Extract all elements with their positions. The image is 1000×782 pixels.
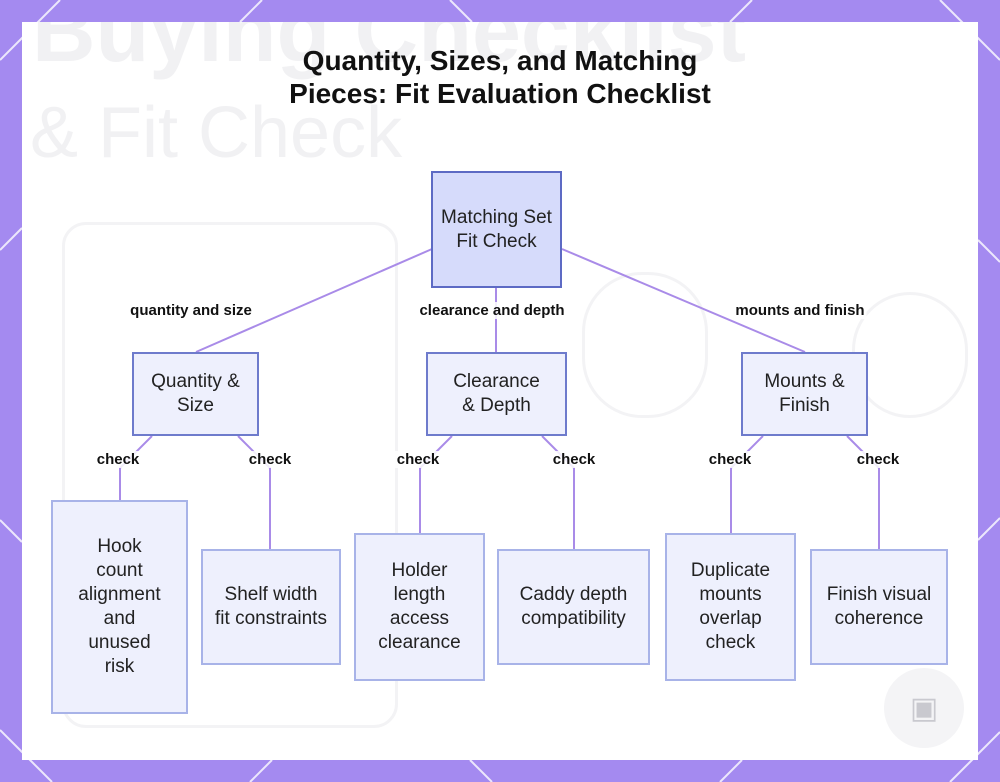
title-line-1: Quantity, Sizes, and Matching [302, 45, 698, 76]
node-clearance-depth: Clearance & Depth [426, 352, 567, 436]
node-finish-visual-label: Finish visual coherence [826, 584, 932, 629]
edge-label-check: check [394, 451, 442, 468]
node-holder-length: Holder length access clearance [354, 533, 485, 681]
background-heading: Buying Checklist [32, 22, 746, 80]
edge-label-check: check [854, 451, 902, 468]
node-mounts-finish-label: Mounts & Finish [764, 371, 845, 416]
node-quantity-size: Quantity & Size [132, 352, 259, 436]
edge-label-check: check [706, 451, 754, 468]
edge-label-mounts: mounts and finish [733, 302, 867, 319]
edge-quantity-hook [119, 435, 153, 500]
edge-root-quantity [195, 248, 433, 353]
node-clearance-depth-label: Clearance & Depth [453, 371, 540, 416]
edge-quantity-shelf [237, 435, 271, 549]
edge-mounts-finish [846, 435, 880, 549]
node-quantity-size-label: Quantity & Size [151, 371, 240, 416]
node-root: Matching Set Fit Check [431, 171, 562, 288]
node-hook-count: Hook count alignment and unused risk [51, 500, 188, 714]
node-shelf-width-label: Shelf width fit constraints [215, 584, 327, 629]
node-root-label: Matching Set Fit Check [441, 206, 552, 252]
background-subheading: & Fit Check [30, 93, 403, 173]
edge-label-check: check [246, 451, 294, 468]
edge-label-check: check [94, 451, 142, 468]
node-mounts-finish: Mounts & Finish [741, 352, 868, 436]
diagram-title: Quantity, Sizes, and Matching Pieces: Fi… [0, 44, 1000, 110]
edge-clearance-caddy [541, 435, 575, 549]
node-caddy-depth: Caddy depth compatibility [497, 549, 650, 665]
node-finish-visual: Finish visual coherence [810, 549, 948, 665]
node-duplicate-mounts-label: Duplicate mounts overlap check [690, 560, 771, 653]
node-holder-length-label: Holder length access clearance [378, 560, 461, 653]
background-card [62, 222, 398, 728]
edge-label-quantity: quantity and size [128, 302, 254, 319]
edge-label-check: check [550, 451, 598, 468]
node-duplicate-mounts: Duplicate mounts overlap check [665, 533, 796, 681]
node-shelf-width: Shelf width fit constraints [201, 549, 341, 665]
edge-root-mounts [561, 248, 806, 353]
background-circle-left [582, 272, 708, 418]
edge-mounts-duplicate [730, 435, 764, 533]
edge-label-clearance: clearance and depth [417, 302, 567, 319]
watermark-icon: ▣ [884, 668, 964, 748]
edge-clearance-holder [419, 435, 453, 533]
node-caddy-depth-label: Caddy depth compatibility [519, 584, 628, 629]
node-hook-count-label: Hook count alignment and unused risk [78, 536, 161, 677]
title-line-2: Pieces: Fit Evaluation Checklist [289, 78, 711, 109]
